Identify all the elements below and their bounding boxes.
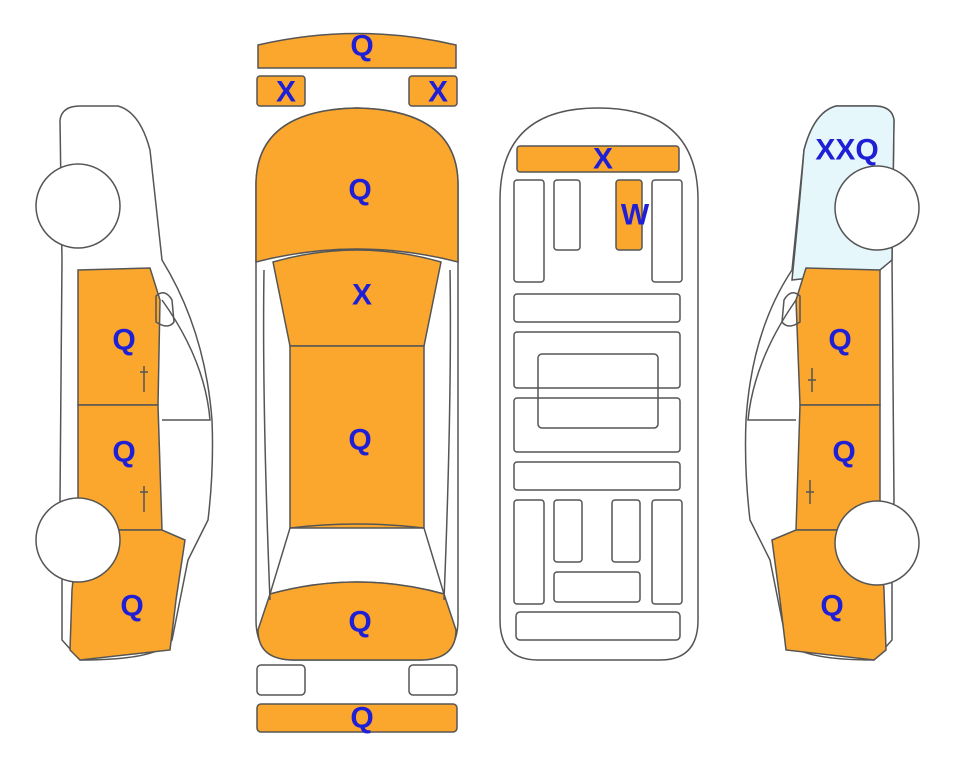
top-rear-bumper-panel[interactable] <box>256 703 458 733</box>
underside-center-bar-panel[interactable] <box>615 179 643 251</box>
top-front-bumper-panel[interactable] <box>257 32 457 69</box>
underside-right-rail <box>651 179 683 283</box>
top-right-side-line <box>443 269 452 601</box>
left-rear-door-label: Q <box>112 436 135 469</box>
top-hood-label: Q <box>348 174 371 207</box>
right-rear-quarter-label: Q <box>820 590 843 623</box>
left-rear-quarter-label: Q <box>120 590 143 623</box>
left-window-line <box>161 299 211 421</box>
top-rear-right-light <box>408 664 458 696</box>
left-handle-front <box>140 366 148 392</box>
right-windshield-label: XXQ <box>815 134 878 167</box>
right-rear-wheel <box>834 500 920 586</box>
left-front-door-label: Q <box>112 324 135 357</box>
right-side-view: XXQ Q Q Q <box>744 105 920 661</box>
underside-left-inner <box>553 179 581 251</box>
right-front-wheel <box>834 165 920 251</box>
top-view: Q X X Q X Q Q Q <box>255 30 459 735</box>
top-front-bumper-label: Q <box>350 30 373 63</box>
right-front-door-label: Q <box>828 324 851 357</box>
left-front-door-panel[interactable] <box>77 267 161 406</box>
left-side-view: Q Q Q <box>35 105 214 661</box>
top-rear-bumper-label: Q <box>350 702 373 735</box>
underside-view: X W <box>499 107 699 661</box>
underside-left-rail <box>513 179 545 283</box>
underside-front-panel-label: X <box>593 143 613 176</box>
right-handle-rear <box>806 480 814 504</box>
left-handle-rear <box>140 486 148 512</box>
underside-outline <box>499 107 699 661</box>
right-front-door-panel[interactable] <box>795 267 881 406</box>
underside-crossmember-1 <box>513 293 681 323</box>
underside-rear-axle <box>553 571 641 603</box>
right-mirror <box>781 292 801 327</box>
top-windshield-label: X <box>352 279 372 312</box>
underside-center-bar-label: W <box>621 199 650 232</box>
left-rear-wheel <box>35 497 121 583</box>
top-rear-left-light <box>256 664 306 696</box>
right-rear-door-label: Q <box>832 436 855 469</box>
top-left-mirror-panel[interactable] <box>256 75 306 107</box>
underside-rear-right-rail <box>651 499 683 605</box>
top-trunk-label: Q <box>348 606 371 639</box>
underside-rear-left-inner <box>553 499 583 563</box>
top-right-mirror-label: X <box>428 76 448 109</box>
right-handle-front <box>808 368 816 392</box>
underside-rear-bumper <box>515 611 681 641</box>
top-left-mirror-label: X <box>276 76 296 109</box>
top-roof-label: Q <box>348 424 371 457</box>
left-mirror <box>155 292 175 327</box>
underside-front-panel[interactable] <box>516 145 680 173</box>
left-front-wheel <box>35 163 121 249</box>
top-trunk-panel[interactable] <box>257 581 457 661</box>
top-right-mirror-panel[interactable] <box>408 75 458 107</box>
underside-crossmember-2 <box>513 461 681 491</box>
right-window-line <box>747 299 797 421</box>
underside-rear-right-inner <box>611 499 641 563</box>
top-hood-panel[interactable] <box>255 107 459 263</box>
underside-lower-frame <box>513 397 681 453</box>
top-windshield-panel[interactable] <box>272 249 442 347</box>
underside-rear-left-rail <box>513 499 545 605</box>
underside-tank <box>537 353 659 429</box>
underside-mid-frame <box>513 331 681 389</box>
top-left-side-line <box>262 269 271 601</box>
